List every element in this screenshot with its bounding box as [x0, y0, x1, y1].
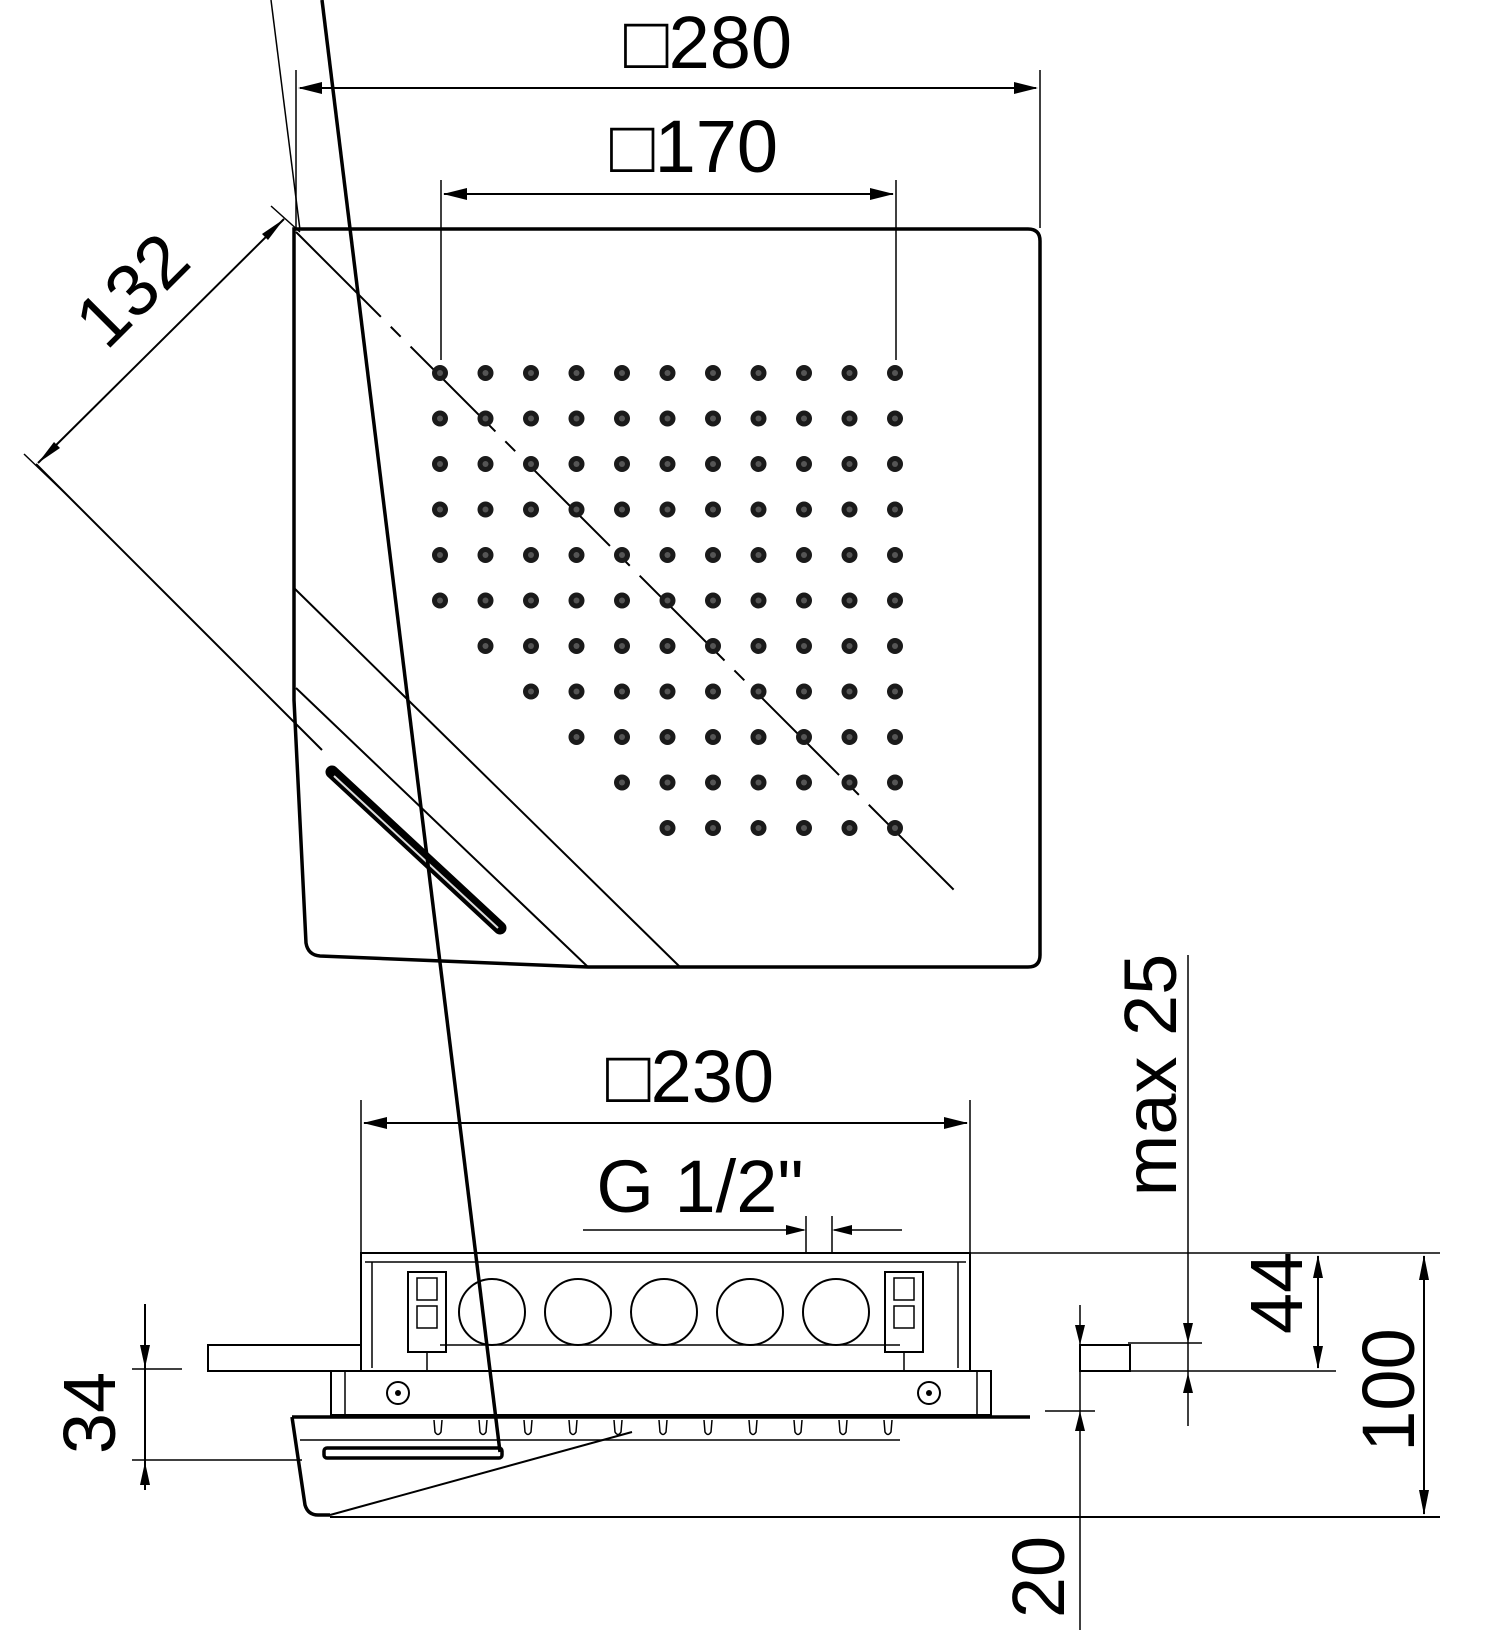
diagonal-centerline [295, 231, 961, 897]
side-nozzle [838, 1419, 848, 1436]
dimension-thread: G 1/2" [583, 1145, 902, 1254]
dimension-max-25: max 25 [1109, 954, 1336, 1426]
label-34: 34 [48, 1372, 131, 1454]
inlet-port [802, 1278, 870, 1346]
slot-leader-line [35, 463, 323, 751]
inlet-port [716, 1278, 784, 1346]
plate-outline [292, 227, 1042, 969]
label-230: □230 [606, 1035, 774, 1118]
mounting-bar [330, 1370, 992, 1416]
diagonal-edge-1 [293, 587, 681, 968]
inlet-port [544, 1278, 612, 1346]
nozzle-grid [432, 365, 903, 836]
dimension-132: 132 [23, 0, 301, 499]
label-20: 20 [997, 1536, 1080, 1618]
label-thread: G 1/2" [596, 1145, 803, 1228]
side-nozzle [883, 1419, 893, 1436]
inlet-ports [458, 1278, 870, 1346]
dimension-230: □230 [360, 1035, 971, 1255]
dimension-100: 100 [1347, 1255, 1430, 1515]
dimension-34: 34 [48, 1304, 302, 1490]
label-max-25: max 25 [1109, 954, 1192, 1197]
label-280: □280 [624, 1, 792, 84]
side-nozzle [703, 1419, 713, 1436]
dimension-170: □170 [440, 105, 897, 360]
label-44: 44 [1235, 1252, 1318, 1334]
inlet-port [630, 1278, 698, 1346]
top-view: □280 □170 132 [23, 0, 1042, 969]
waterfall-slot [325, 765, 507, 935]
side-nozzles [433, 1419, 893, 1436]
mounting-clamp-right [884, 1271, 924, 1371]
shower-head-profile [290, 0, 1030, 1517]
side-nozzle [568, 1419, 578, 1436]
label-100: 100 [1347, 1328, 1430, 1451]
side-nozzle [658, 1419, 668, 1436]
label-170: □170 [610, 105, 778, 188]
diagonal-edge-2 [295, 687, 589, 968]
inlet-port [458, 1278, 526, 1346]
mounting-clamp-left [407, 1271, 447, 1371]
dimension-280: □280 [295, 1, 1041, 228]
label-132: 132 [59, 217, 205, 363]
side-nozzle [793, 1419, 803, 1436]
ceiling-plate [207, 1344, 362, 1372]
ceiling-plate-right [1079, 1344, 1131, 1372]
side-view: □230 G 1/2" [48, 0, 1440, 1630]
side-nozzle [478, 1419, 488, 1436]
side-nozzle [433, 1419, 443, 1436]
side-nozzle [748, 1419, 758, 1436]
ceiling-box [360, 1252, 971, 1372]
dimension-20: 20 [330, 1305, 1440, 1630]
side-nozzle [613, 1419, 623, 1436]
side-nozzle [523, 1419, 533, 1436]
dimension-44: 44 [970, 1252, 1440, 1369]
